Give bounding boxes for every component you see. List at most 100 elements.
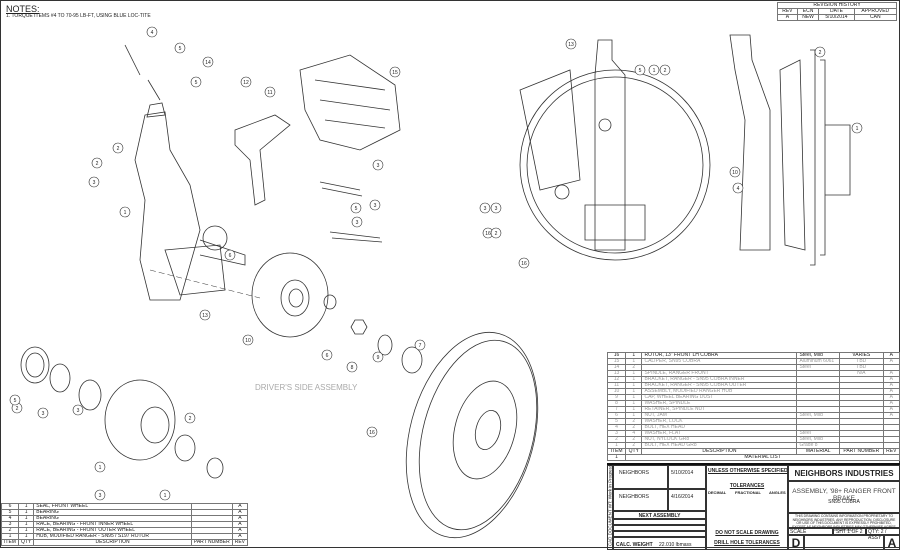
scale-label: SCALE (790, 529, 807, 535)
side-view-assembly (729, 34, 851, 266)
bearing-explode (20, 346, 224, 479)
qty-header: QTY (17, 539, 35, 546)
balloon-circle (264, 86, 276, 98)
balloon-circle (242, 334, 254, 346)
balloon-label: 2 (189, 416, 192, 422)
balloon-label: 7 (419, 343, 422, 349)
balloon-circle (321, 349, 333, 361)
angles-label: ANGLES (769, 490, 786, 495)
balloon-label: 2 (495, 231, 498, 237)
company-name: NEIGHBORS INDUSTRIES (794, 469, 894, 478)
approved-value: CAN (853, 14, 898, 21)
balloon-label: 2 (117, 146, 120, 152)
fractional-label: FRACTIONAL (735, 490, 761, 495)
balloon-circle (174, 42, 186, 54)
balloon-circle (369, 199, 381, 211)
balloon-label: 16 (521, 261, 527, 267)
balloon-circle (372, 159, 384, 171)
balloon-circle (814, 46, 826, 58)
caliper-brackets (234, 54, 401, 206)
balloon-label: 1 (164, 493, 167, 499)
unless-specified: UNLESS OTHERWISE SPECIFIED (708, 468, 788, 474)
balloon-circle (159, 489, 171, 501)
drill-hole-tolerances: DRILL HOLE TOLERANCES (714, 540, 780, 546)
balloon-label: 16 (485, 231, 491, 237)
balloon-circle (366, 426, 378, 438)
balloon-label: 1 (99, 465, 102, 471)
do-not-scale: DO NOT SCALE DRAWING (715, 530, 779, 536)
drawing-revision: A (887, 536, 897, 550)
balloon-label: 3 (42, 411, 45, 417)
calc-weight-value: 22.010 lbmass (659, 542, 692, 548)
spindle-knuckle (134, 102, 246, 301)
balloon-label: 6 (229, 253, 232, 259)
balloon-label: 10 (732, 170, 738, 176)
balloon-circle (240, 76, 252, 88)
balloon-circle (119, 206, 131, 218)
balloon-label: 3 (377, 163, 380, 169)
balloon-label: 3 (99, 493, 102, 499)
balloon-label: 3 (356, 220, 359, 226)
material-list-number: 1 (606, 454, 627, 461)
balloon-label: 14 (205, 60, 211, 66)
balloon-label: 13 (568, 42, 574, 48)
balloon-circle (414, 339, 426, 351)
balloon-label: 3 (374, 203, 377, 209)
balloon-label: 4 (737, 186, 740, 192)
bolts (124, 44, 383, 243)
drawn-by: NEIGHBORS (619, 470, 650, 476)
item-header: ITEM (1, 539, 19, 546)
balloon-label: 1 (124, 210, 127, 216)
next-assembly-label: NEXT ASSEMBLY (638, 513, 681, 519)
balloon-label: 11 (267, 90, 272, 96)
part-number-header: PART NUMBER (190, 539, 233, 546)
note-1: 1. TORQUE ITEMS #4 TO 70-95 LB-FT, USING… (6, 13, 151, 19)
balloon-label: 5 (195, 80, 198, 86)
balloon-circle (112, 142, 124, 154)
revision-history-table: REVISION HISTORY REV ECN DATE APPROVED A… (777, 2, 898, 21)
part-number-header: PART NUMBER (838, 448, 884, 455)
sheet-size: D (791, 536, 801, 550)
balloon-circle (518, 257, 530, 269)
balloon-circle (372, 351, 384, 363)
balloon-circle (190, 76, 202, 88)
balloon-circle (490, 227, 502, 239)
drawn-date: 5/10/2014 (671, 470, 694, 476)
balloon-circle (350, 202, 362, 214)
balloon-circle (565, 38, 577, 50)
proprietary-notice: THIS DRAWING CONTAINS INFORMATION PROPRI… (792, 514, 896, 533)
balloon-label: 13 (202, 313, 208, 319)
description-header: DESCRIPTION (33, 539, 192, 546)
balloon-label: 2 (819, 50, 822, 56)
rev-value: A (777, 14, 798, 21)
balloon-circle (659, 64, 671, 76)
balloon-label: 2 (16, 406, 19, 412)
view-label: DRIVER'S SIDE ASSEMBLY (255, 383, 358, 392)
balloon-label: 5 (14, 398, 17, 404)
balloon-label: 8 (351, 365, 354, 371)
cad-document-side-text: CAD DOCUMENT WT: Work in Progress (607, 464, 613, 547)
balloon-label: 1 (856, 126, 859, 132)
balloon-label: 1 (653, 68, 656, 74)
drawing-title: ASSEMBLY, '98+ RANGER FRONT BRAKE (792, 488, 896, 502)
balloon-label: 15 (392, 70, 398, 76)
balloon-label: 6 (326, 353, 329, 359)
balloon-label: 3 (484, 206, 487, 212)
tolerances-label: TOLERANCES (729, 483, 765, 489)
balloon-label: 3 (77, 408, 80, 414)
balloon-label: 2 (96, 161, 99, 167)
rev-header: REV (231, 539, 249, 546)
balloon-circle (648, 64, 660, 76)
balloon-circle (490, 202, 502, 214)
material-list-title: MATERIAL LIST (625, 454, 900, 461)
balloon-label: 5 (639, 68, 642, 74)
balloon-circle (634, 64, 646, 76)
item-material: Aluminum 6061 (796, 358, 840, 365)
balloon-circle (94, 461, 106, 473)
